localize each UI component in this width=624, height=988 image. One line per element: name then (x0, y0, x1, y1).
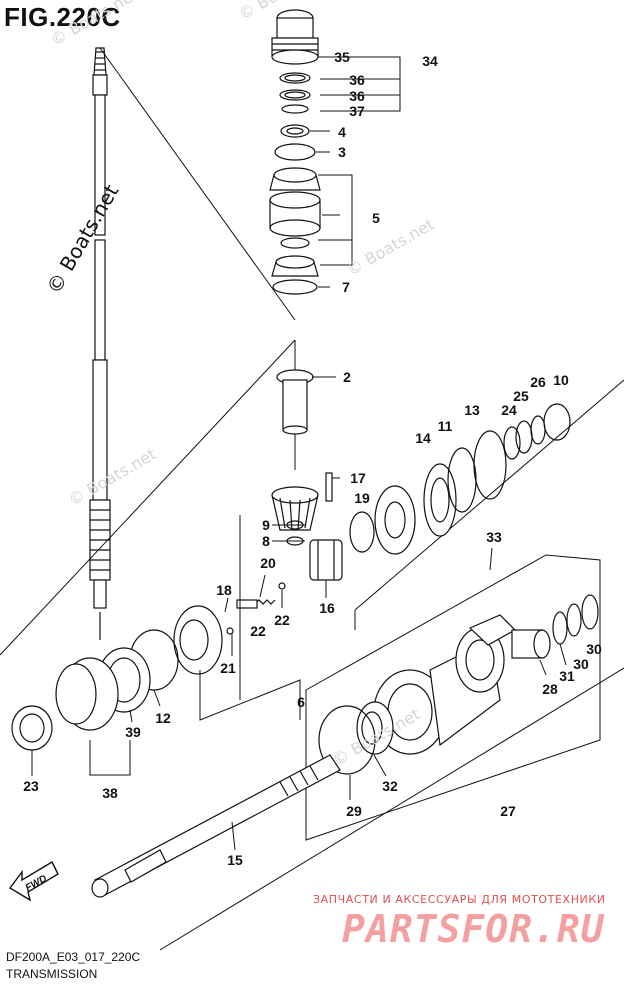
ring-26 (530, 415, 546, 445)
callout-27: 27 (500, 803, 516, 819)
callout-29: 29 (346, 803, 362, 819)
callout-4: 4 (338, 124, 346, 140)
seal-30a (566, 603, 582, 637)
callout-12: 12 (155, 710, 171, 726)
o-ring-29 (318, 705, 376, 775)
callout-6: 6 (297, 694, 305, 710)
propeller-shaft (91, 754, 341, 898)
ring-10 (543, 403, 571, 441)
callout-18: 18 (216, 582, 232, 598)
figure-title: FIG.220C (4, 2, 121, 32)
pin-17 (325, 472, 333, 502)
callout-11: 11 (437, 418, 453, 434)
callout-2: 2 (343, 369, 351, 385)
leader-lines (31, 56, 567, 851)
callout-13: 13 (464, 402, 480, 418)
drawing-code: DF200A_E03_017_220C (6, 950, 141, 964)
bearing-housing-38 (55, 657, 119, 731)
callout-9: 9 (262, 517, 270, 533)
callout-30: 30 (586, 641, 602, 657)
bracket-34 (320, 56, 401, 112)
bracket-38 (89, 740, 131, 776)
callout-15: 15 (227, 852, 243, 868)
collar-23 (11, 705, 53, 751)
callout-36: 36 (349, 72, 365, 88)
ring-19 (349, 511, 375, 553)
seal-30b (581, 594, 599, 630)
callout-30-b: 30 (573, 656, 589, 672)
bracket-6 (199, 515, 301, 721)
push-rod-18 (236, 599, 258, 609)
guide-lines (0, 47, 624, 951)
ball-22 (278, 582, 286, 590)
callout-19: 19 (354, 490, 370, 506)
callout-5: 5 (372, 210, 380, 226)
forward-arrow: FWD (8, 861, 59, 902)
callout-34: 34 (422, 53, 438, 69)
pinion-gear (271, 486, 319, 531)
callout-14: 14 (415, 430, 431, 446)
callout-10: 10 (553, 372, 569, 388)
bearing-24 (503, 426, 521, 460)
callout-16: 16 (319, 600, 335, 616)
bearing-28 (511, 629, 551, 659)
drive-shaft (89, 47, 111, 640)
callout-23: 23 (23, 778, 39, 794)
callout-21: 21 (220, 660, 236, 676)
promo-tagline: ЗАПЧАСТИ И АКСЕССУАРЫ ДЛЯ МОТОТЕХНИКИ (313, 893, 606, 906)
reverse-gear (173, 605, 223, 675)
callout-3: 3 (338, 144, 346, 160)
callout-25: 25 (513, 388, 529, 404)
callout-33: 33 (486, 529, 502, 545)
ball-22b (226, 627, 234, 635)
clutch-dog (309, 539, 343, 581)
callout-32: 32 (382, 778, 398, 794)
promo-brand-logo: PARTSFOR.RU (342, 907, 605, 951)
callout-24: 24 (501, 402, 517, 418)
section-name: TRANSMISSION (6, 967, 98, 981)
callout-35: 35 (334, 49, 350, 65)
callout-17: 17 (350, 470, 366, 486)
callout-37: 37 (349, 103, 365, 119)
callout-7: 7 (342, 279, 350, 295)
race-25 (515, 420, 533, 454)
callout-20: 20 (260, 555, 276, 571)
callout-36-b: 36 (349, 88, 365, 104)
callout-39: 39 (125, 724, 141, 740)
callout-28: 28 (542, 681, 558, 697)
callout-22: 22 (250, 623, 266, 639)
shim-13 (473, 430, 507, 500)
callout-38: 38 (102, 785, 118, 801)
callout-22-b: 22 (274, 612, 290, 628)
callout-31: 31 (559, 668, 575, 684)
seal-31 (552, 611, 568, 645)
callout-8: 8 (262, 533, 270, 549)
spring-20 (254, 599, 276, 605)
pinion-bearing-stack (269, 9, 321, 295)
sleeve-part-2 (276, 369, 314, 435)
callout-26: 26 (530, 374, 546, 390)
forward-gear (374, 463, 457, 555)
